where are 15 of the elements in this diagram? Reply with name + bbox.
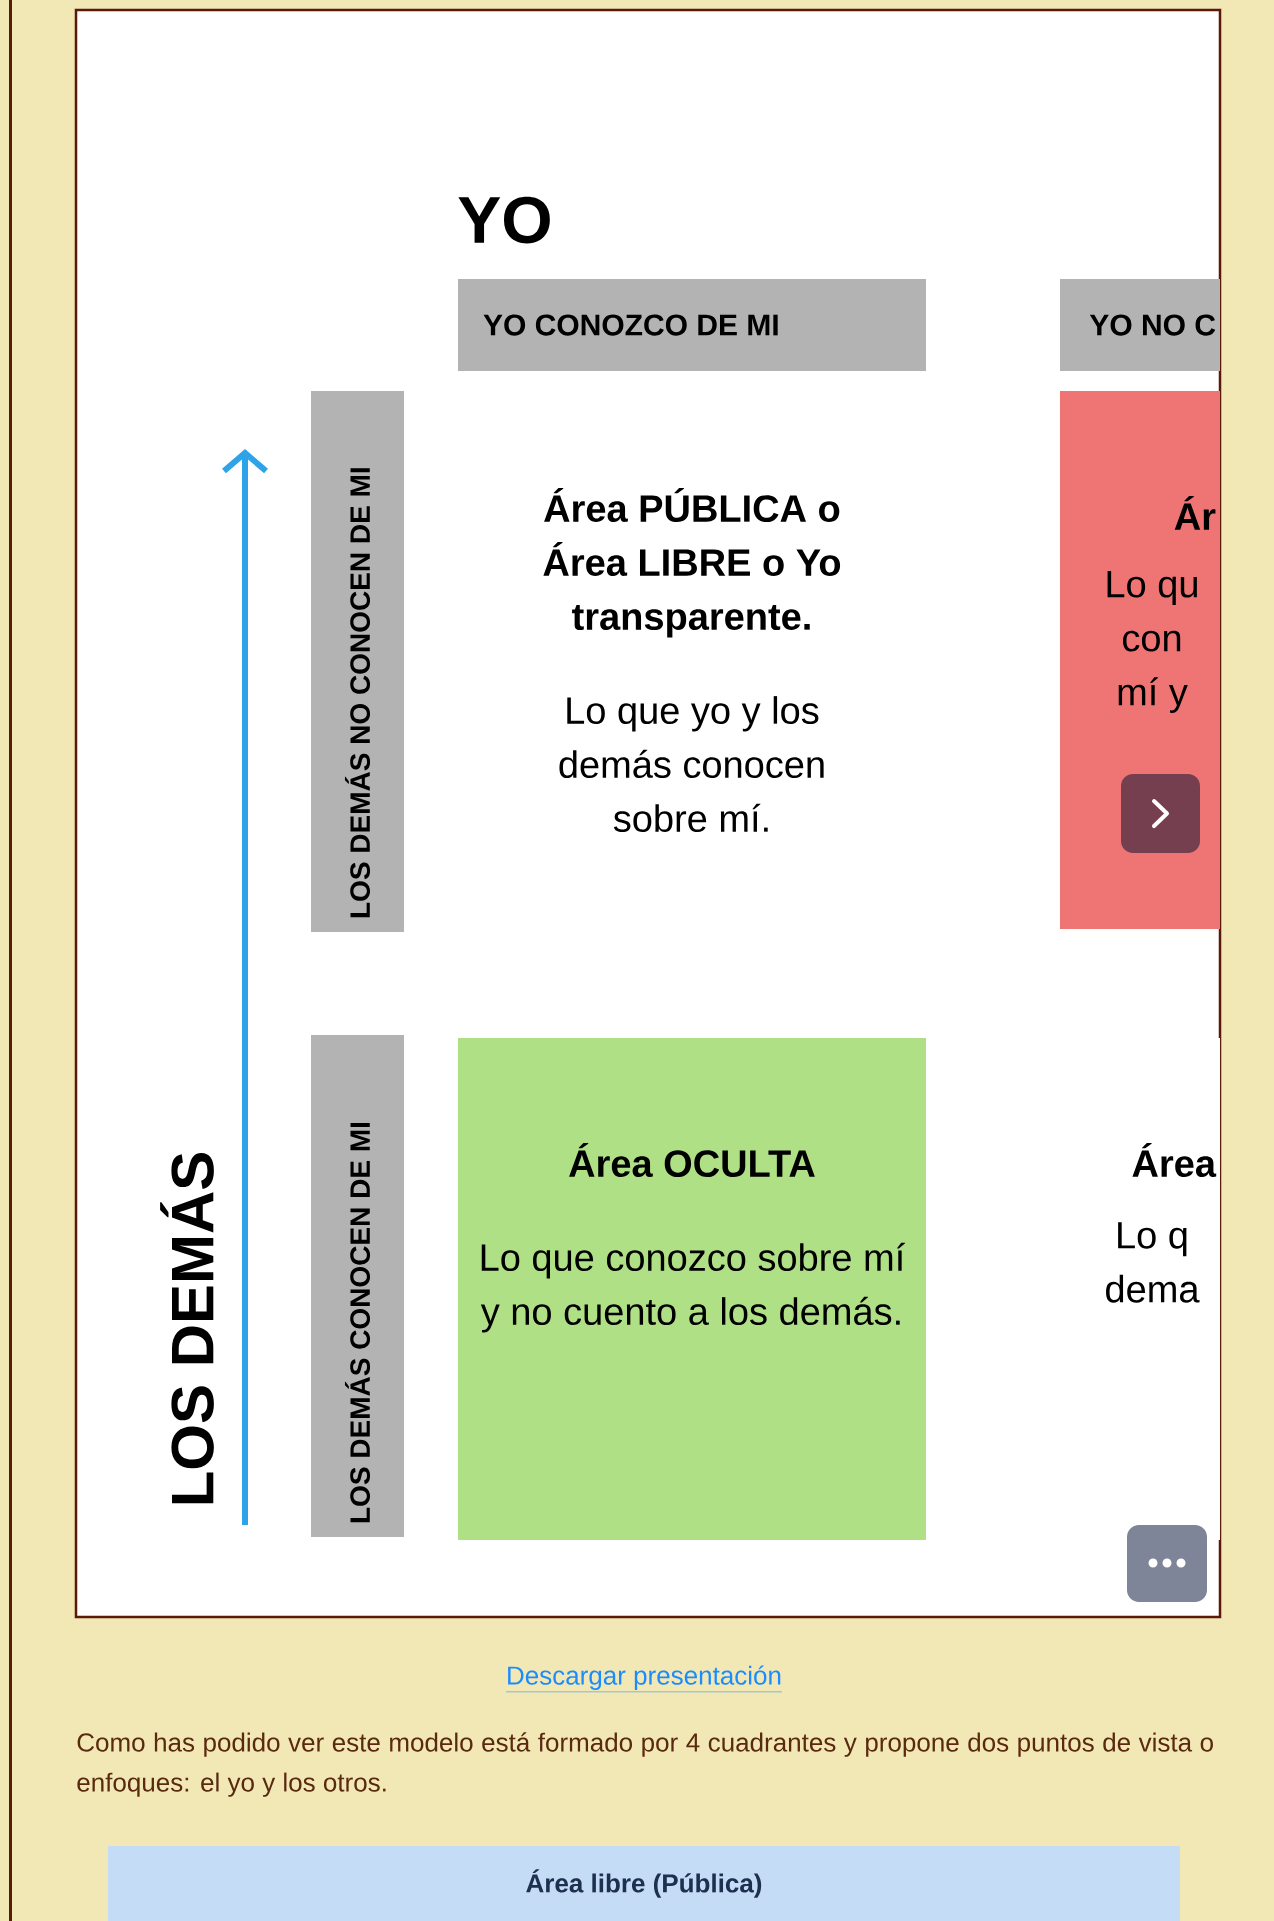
section-bar: Área libre (Pública) <box>108 1846 1180 1921</box>
axis-title: LOS DEMÁS <box>160 1153 214 1504</box>
row-header: LOS DEMÁS NO CONOCEN DE MI <box>311 391 404 932</box>
quadrant-box: Ár Lo qu con mí y <box>1060 391 1220 929</box>
node-label: Área <box>1132 1143 1217 1178</box>
quadrant-box: Área Lo q dema <box>1060 1038 1220 1540</box>
paragraph: Como has podido ver este modelo está formado por 4 cuadrantes y propone dos puntos de vista o enfoques: el yo y los otros. <box>77 1732 1213 1797</box>
row-header: LOS DEMÁS CONOCEN DE MI <box>311 1035 404 1537</box>
node-label: Lo q dema <box>1106 1222 1200 1303</box>
quadrant-box: Área OCULTA Lo que conozco sobre mí y no cuento a los demás. <box>458 1038 926 1540</box>
quadrant-box: Área PÚBLICA o Área LIBRE o Yo transparente. Lo que yo y los demás conocen sobre mí. <box>458 391 926 929</box>
download-link: Descargar presentación <box>505 1665 783 1693</box>
column-header: YO NO C <box>1060 279 1220 371</box>
heading: YO <box>458 196 550 244</box>
column-header: YO CONOZCO DE MI <box>458 279 926 371</box>
